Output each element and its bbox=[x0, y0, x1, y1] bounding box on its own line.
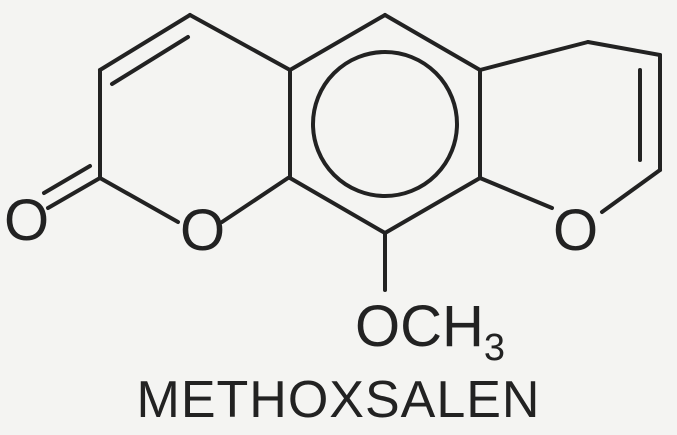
bond-c4f-c3f bbox=[586, 40, 662, 57]
aromatic-circle bbox=[311, 50, 459, 198]
furan-ring bbox=[478, 40, 662, 214]
bond-c5-c5a bbox=[383, 13, 482, 72]
bond-c4-c4a bbox=[188, 13, 292, 72]
bond-c5a-c4f bbox=[478, 40, 590, 72]
bond-c4a-c5 bbox=[288, 13, 387, 72]
methoxy-label: OCH3 bbox=[355, 294, 505, 369]
methoxy-subscript: 3 bbox=[484, 327, 505, 369]
carbonyl-group bbox=[42, 164, 102, 210]
bond-o1-c8a bbox=[220, 176, 290, 224]
bond-c8b-c9 bbox=[383, 176, 482, 235]
pyranone-oxygen-label: O bbox=[180, 198, 225, 263]
bond-c9-c8a bbox=[288, 176, 387, 235]
compound-name-caption: METHOXSALEN bbox=[136, 371, 541, 429]
benzene-ring bbox=[288, 13, 482, 235]
pyranone-ring bbox=[98, 13, 292, 224]
bond-o-c8b bbox=[478, 176, 554, 210]
bond-c2-o1 bbox=[98, 176, 180, 224]
methoxy-prefix: OCH bbox=[355, 294, 484, 359]
bond-c2-o-double-b bbox=[42, 164, 92, 195]
furan-oxygen-label: O bbox=[553, 198, 598, 263]
bond-c2-o-double-a bbox=[46, 176, 102, 210]
carbonyl-oxygen-label: O bbox=[4, 188, 49, 253]
bond-c3-c4-double bbox=[110, 35, 190, 86]
bond-c3-c4 bbox=[98, 13, 192, 72]
bond-c2f-o bbox=[600, 168, 662, 214]
